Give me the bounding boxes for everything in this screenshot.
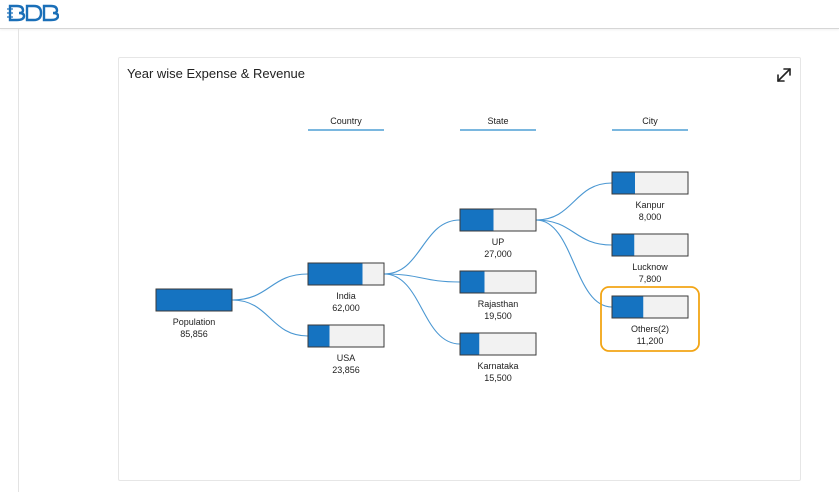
node-value: 8,000	[639, 212, 662, 222]
node-label: Population	[173, 317, 216, 327]
left-divider	[18, 29, 19, 492]
node-fill-bar	[156, 289, 232, 311]
node-value: 15,500	[484, 373, 512, 383]
level-header-state: State	[487, 116, 508, 126]
node-label: Others(2)	[631, 324, 669, 334]
card-title: Year wise Expense & Revenue	[127, 66, 306, 81]
tree-link-india-up	[383, 219, 461, 275]
tree-node-others[interactable]: Others(2) 11,200	[600, 286, 700, 352]
node-value: 27,000	[484, 249, 512, 259]
tree-link-population-usa	[231, 299, 309, 337]
tree-node-rajasthan[interactable]: Rajasthan 19,500	[459, 270, 537, 321]
node-label: Kanpur	[635, 200, 664, 210]
node-value: 11,200	[637, 336, 664, 346]
node-label: Karnataka	[477, 361, 518, 371]
node-value: 23,856	[332, 365, 360, 375]
tree-node-up[interactable]: UP 27,000	[459, 208, 537, 259]
tree-node-usa[interactable]: USA 23,856	[307, 324, 385, 375]
node-fill-bar	[612, 234, 635, 256]
node-value: 19,500	[484, 311, 512, 321]
node-fill-bar	[460, 271, 485, 293]
node-label: USA	[337, 353, 356, 363]
node-fill-bar	[612, 172, 635, 194]
tree-node-lucknow[interactable]: Lucknow 7,800	[611, 233, 689, 284]
node-value: 62,000	[332, 303, 360, 313]
level-header-country: Country	[330, 116, 362, 126]
tree-node-population[interactable]: Population 85,856	[155, 288, 233, 339]
tree-node-india[interactable]: India 62,000	[307, 262, 385, 313]
node-label: India	[336, 291, 356, 301]
tree-node-kanpur[interactable]: Kanpur 8,000	[611, 171, 689, 222]
tree-link-india-karnataka	[383, 273, 461, 345]
node-value: 85,856	[180, 329, 208, 339]
expand-arrows-icon[interactable]	[775, 66, 793, 84]
node-label: UP	[492, 237, 505, 247]
node-label: Lucknow	[632, 262, 668, 272]
highlight-frame	[600, 286, 700, 352]
tree-link-up-kanpur	[535, 182, 613, 221]
tree-node-karnataka[interactable]: Karnataka 15,500	[459, 332, 537, 383]
node-value: 7,800	[639, 274, 662, 284]
node-fill-bar	[460, 209, 494, 231]
chart-card	[118, 57, 801, 481]
top-bar	[0, 0, 839, 29]
node-label: Rajasthan	[478, 299, 519, 309]
node-fill-bar	[308, 263, 363, 285]
tree-link-india-rajasthan	[383, 273, 461, 283]
tree-link-population-india	[231, 273, 309, 301]
level-header-city: City	[642, 116, 658, 126]
node-fill-bar	[308, 325, 330, 347]
tree-link-up-lucknow	[535, 219, 613, 246]
node-fill-bar	[612, 296, 644, 318]
bdb-logo-icon[interactable]	[7, 3, 59, 23]
node-fill-bar	[460, 333, 480, 355]
